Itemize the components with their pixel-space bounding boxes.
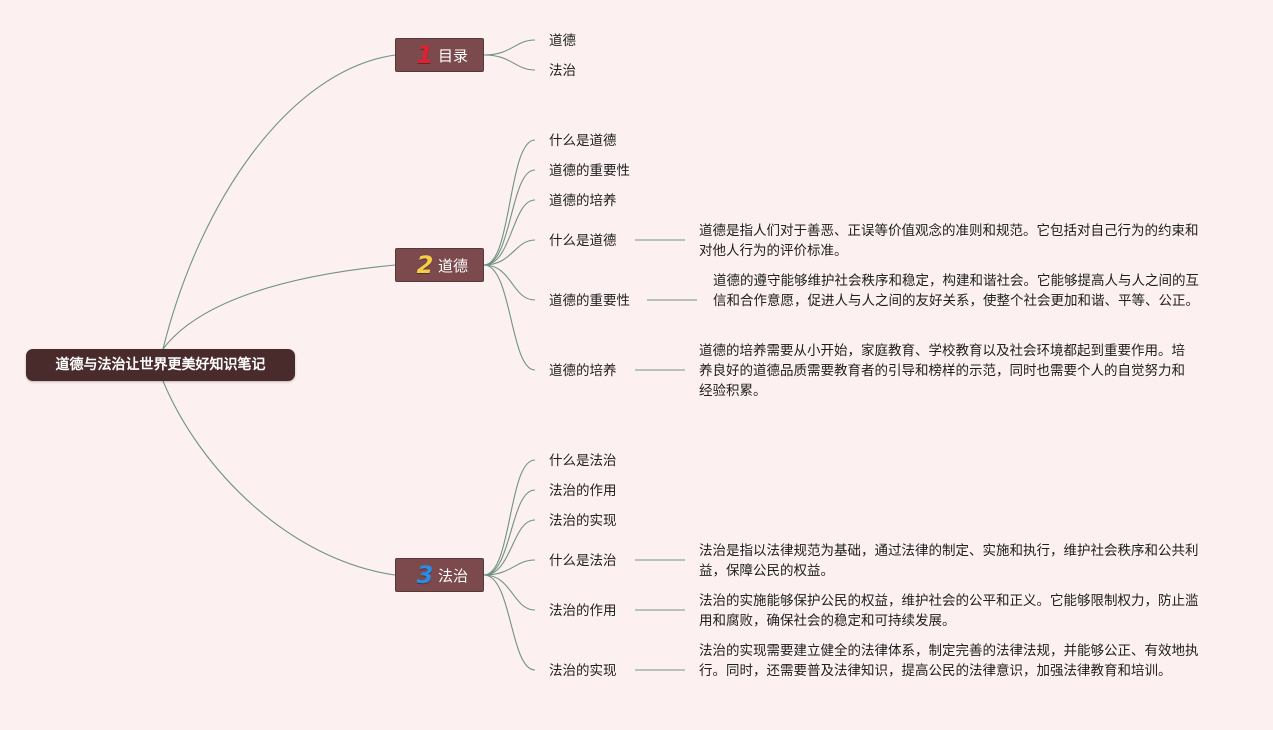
morality-detail-text: 道德是指人们对于善恶、正误等价值观念的准则和规范。它包括对自己行为的约束和对他人…	[699, 223, 1199, 259]
connector-morality-2	[483, 169, 536, 266]
connector-morality-5	[483, 264, 536, 301]
branch-label: 法治	[438, 566, 469, 585]
law-detail-label[interactable]: 法治的作用	[549, 603, 617, 619]
morality-detail-label[interactable]: 什么是道德	[549, 233, 617, 249]
number-1-icon: 1	[416, 41, 434, 69]
law-detail-text: 法治的实施能够保护公民的权益，维护社会的公平和正义。它能够限制权力，防止滥用和腐…	[699, 593, 1199, 629]
law-topic[interactable]: 什么是法治	[549, 453, 617, 469]
law-topic[interactable]: 法治的作用	[549, 483, 617, 499]
law-detail-text: 法治是指以法律规范为基础，通过法律的制定、实施和执行，维护社会秩序和公共利益，保…	[699, 543, 1199, 579]
connector-law-2	[483, 489, 536, 576]
root-node[interactable]: 道德与法治让世界更美好知识笔记	[26, 349, 295, 381]
connector-law-4	[483, 559, 536, 576]
number-2-icon: 2	[416, 251, 434, 279]
connector-toc-2	[483, 54, 536, 71]
root-title: 道德与法治让世界更美好知识笔记	[55, 357, 266, 373]
connector-morality-4	[483, 239, 536, 266]
toc-item[interactable]: 道德	[549, 33, 576, 49]
morality-topic[interactable]: 道德的培养	[549, 193, 617, 209]
branch-label: 道德	[438, 256, 469, 275]
connector-root-toc	[162, 54, 396, 350]
connector-law-1	[483, 459, 536, 576]
connector-root-morality	[162, 264, 396, 350]
connector-morality-6	[483, 264, 536, 371]
branch-toc[interactable]: 1 目录	[395, 38, 484, 72]
connector-toc-1	[483, 39, 536, 56]
morality-detail-text: 道德的培养需要从小开始，家庭教育、学校教育以及社会环境都起到重要作用。培养良好的…	[699, 343, 1185, 399]
toc-item[interactable]: 法治	[549, 63, 576, 79]
connector-law-6	[483, 574, 536, 671]
connector-morality-1	[483, 139, 536, 266]
morality-topic[interactable]: 什么是道德	[549, 133, 617, 149]
connector-law-3	[483, 519, 536, 576]
morality-detail-text: 道德的遵守能够维护社会秩序和稳定，构建和谐社会。它能够提高人与人之间的互信和合作…	[713, 273, 1199, 309]
branch-label: 目录	[438, 46, 469, 65]
morality-detail-label[interactable]: 道德的重要性	[549, 293, 630, 309]
branch-morality[interactable]: 2 道德	[395, 248, 484, 282]
law-detail-label[interactable]: 法治的实现	[549, 663, 617, 679]
morality-detail-label[interactable]: 道德的培养	[549, 363, 617, 379]
morality-topic[interactable]: 道德的重要性	[549, 163, 630, 179]
number-3-icon: 3	[416, 561, 434, 589]
branch-law[interactable]: 3 法治	[395, 558, 484, 592]
connector-root-law	[162, 380, 396, 576]
law-detail-label[interactable]: 什么是法治	[549, 553, 617, 569]
connector-morality-3	[483, 199, 536, 266]
law-topic[interactable]: 法治的实现	[549, 513, 617, 529]
law-detail-text: 法治的实现需要建立健全的法律体系，制定完善的法律法规，并能够公正、有效地执行。同…	[699, 643, 1199, 679]
connector-law-5	[483, 574, 536, 611]
